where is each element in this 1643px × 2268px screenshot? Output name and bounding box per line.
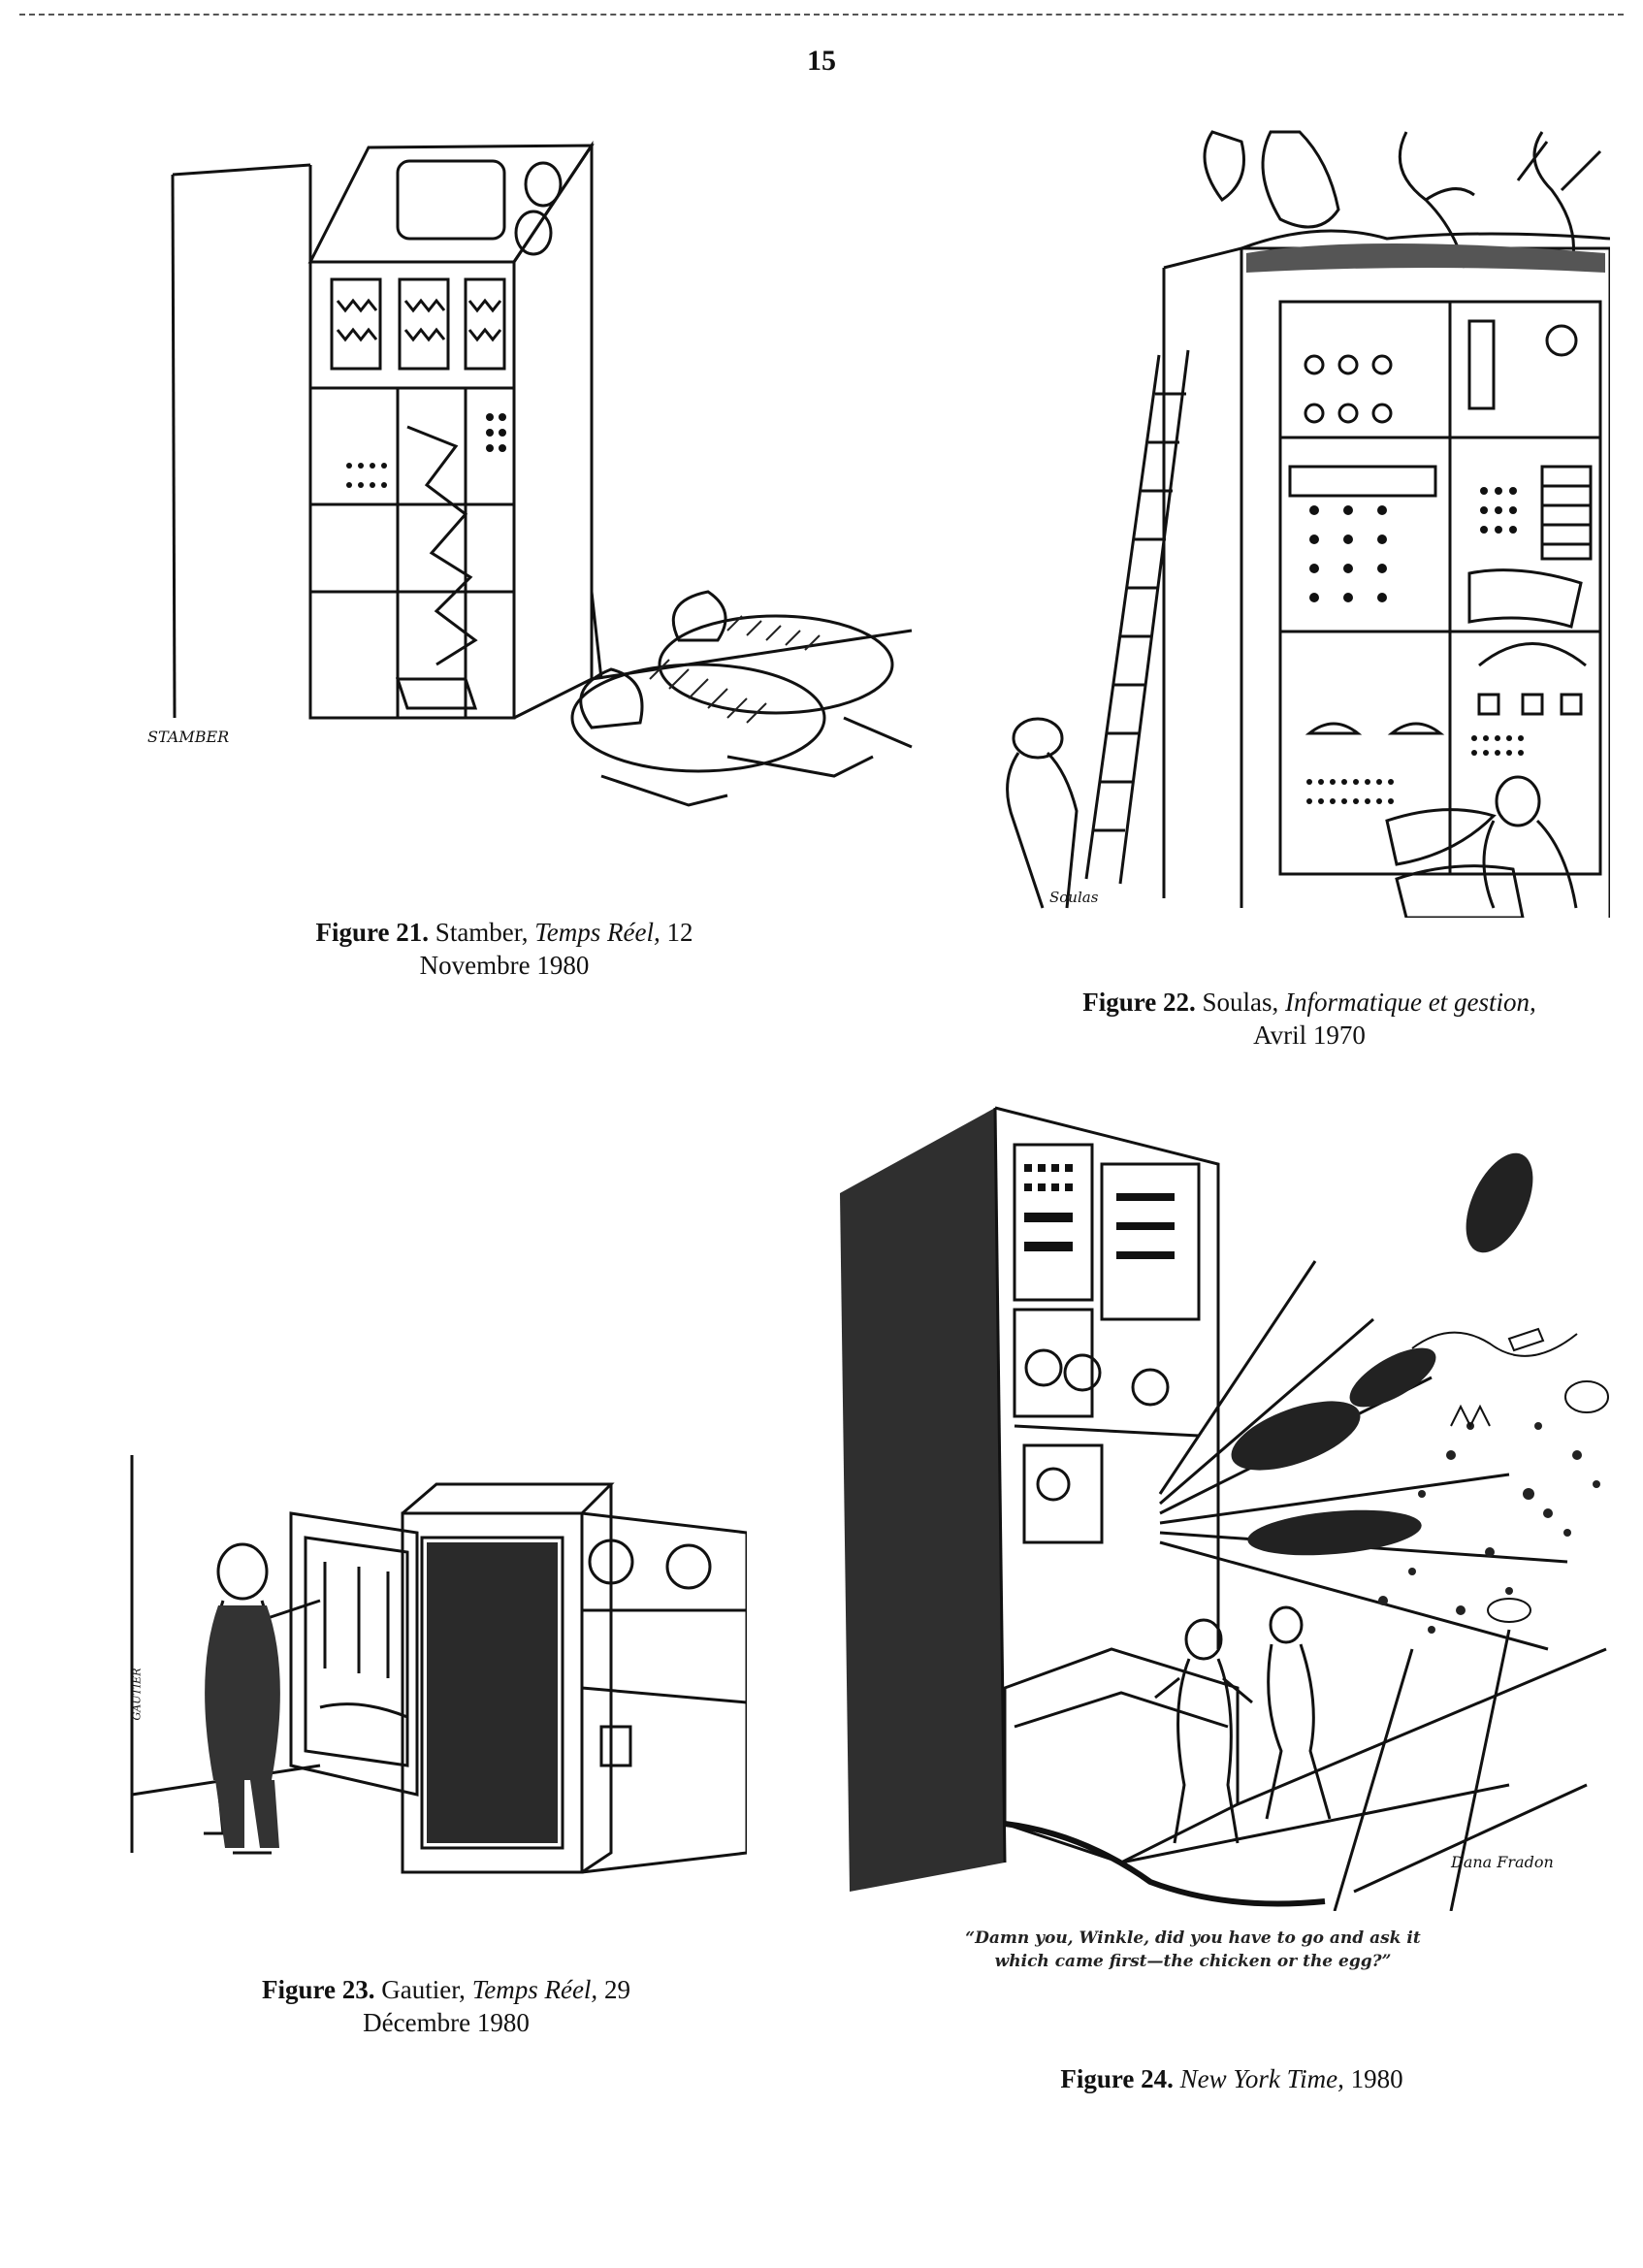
- figure-21-day: 12: [660, 918, 693, 947]
- figure-21-signature: STAMBER: [147, 728, 230, 746]
- figure-23-publication: Temps Réel,: [471, 1975, 598, 2004]
- figure-21-caption-line-2: Novembre 1980: [419, 951, 590, 980]
- figure-24-year: 1980: [1343, 2064, 1403, 2093]
- figure-23-caption: Figure 23. Gautier, Temps Réel, 29 Décem…: [184, 1973, 708, 2039]
- figure-22-label: Figure 22.: [1082, 988, 1196, 1017]
- figure-21-author: Stamber,: [435, 918, 535, 947]
- figure-24-signature: Dana Fradon: [1451, 1853, 1554, 1871]
- figure-24-caption: Figure 24. New York Time, 1980: [989, 2062, 1474, 2095]
- figure-21-caption: Figure 21. Stamber, Temps Réel, 12 Novem…: [242, 916, 766, 982]
- figure-24-quote-line-2: which came first—the chicken or the egg?…: [994, 1952, 1392, 1971]
- top-border-line: [19, 14, 1624, 16]
- figure-24-label: Figure 24.: [1060, 2064, 1174, 2093]
- figure-23-label: Figure 23.: [262, 1975, 375, 2004]
- figure-24-quote: “Damn you, Winkle, did you have to go an…: [902, 1927, 1484, 1973]
- figure-22-caption-line-1: Figure 22. Soulas, Informatique et gesti…: [1018, 986, 1600, 1019]
- figure-22-caption-line-2: Avril 1970: [1253, 1021, 1366, 1050]
- figure-22-author: Soulas,: [1202, 988, 1286, 1017]
- figure-24-caption-line-1: Figure 24. New York Time, 1980: [989, 2062, 1474, 2095]
- figure-22-caption: Figure 22. Soulas, Informatique et gesti…: [1018, 986, 1600, 1052]
- figure-24-publication: New York Time,: [1179, 2064, 1344, 2093]
- figure-23-cartoon: GAUTIER: [126, 1445, 747, 1911]
- figure-23-caption-line-1: Figure 23. Gautier, Temps Réel, 29: [184, 1973, 708, 2006]
- figure-23-day: 29: [597, 1975, 630, 2004]
- figure-24-cartoon: Dana Fradon: [830, 1106, 1616, 1911]
- figure-22-publication: Informatique et gestion,: [1285, 988, 1536, 1017]
- figure-22-signature: Soulas: [1049, 889, 1099, 906]
- figure-23-caption-line-2: Décembre 1980: [363, 2008, 530, 2037]
- figure-21-label: Figure 21.: [315, 918, 430, 947]
- figure-21-drawing: [171, 141, 913, 807]
- figure-21-publication: Temps Réel,: [534, 918, 660, 947]
- figure-23-drawing: [130, 1455, 747, 1874]
- figure-21-cartoon: STAMBER: [145, 136, 960, 844]
- figure-23-signature: GAUTIER: [130, 1668, 144, 1721]
- figure-23-author: Gautier,: [381, 1975, 472, 2004]
- figure-24-quote-line-1: “Damn you, Winkle, did you have to go an…: [965, 1928, 1421, 1948]
- page-number: 15: [807, 45, 836, 77]
- figure-22-drawing: [1006, 130, 1610, 918]
- figure-21-caption-line-1: Figure 21. Stamber, Temps Réel, 12: [242, 916, 766, 949]
- figure-24-drawing: [840, 1106, 1609, 1911]
- figure-22-cartoon: Soulas: [980, 103, 1610, 918]
